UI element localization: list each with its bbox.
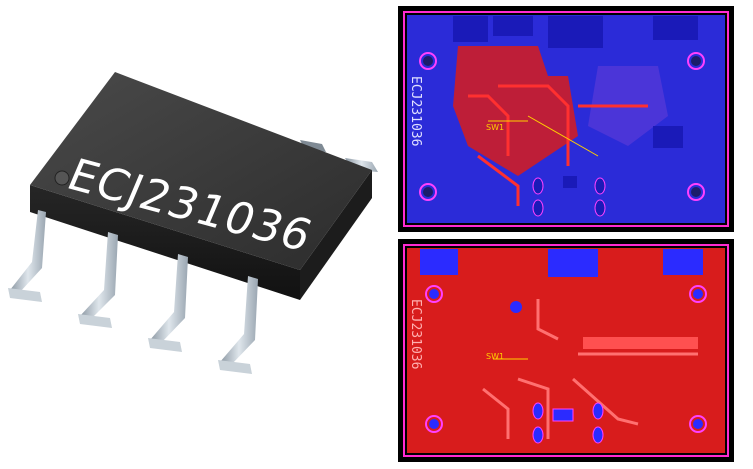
front-leads [8,210,258,374]
board-outline [403,11,729,227]
board-outline [403,244,729,457]
chip-illustration [8,72,378,374]
switch-label-top: SW1 [486,123,504,132]
pcb-bottom-illustration: ECJ231036 SW1 [398,239,734,462]
pcb-top-layer-image: ECJ231036 SW1 [398,6,734,232]
switch-label-bottom: SW1 [486,352,504,361]
chip-image: ECJ231036 [8,72,378,374]
pin1-marker [54,170,70,186]
chip-body [30,72,372,270]
pcb-bottom-layer-image: ECJ231036 SW1 [398,239,734,462]
silkscreen-top: ECJ231036 [408,76,423,146]
pcb-top-illustration: ECJ231036 SW1 [398,6,734,232]
silkscreen-bottom: ECJ231036 [408,299,423,369]
